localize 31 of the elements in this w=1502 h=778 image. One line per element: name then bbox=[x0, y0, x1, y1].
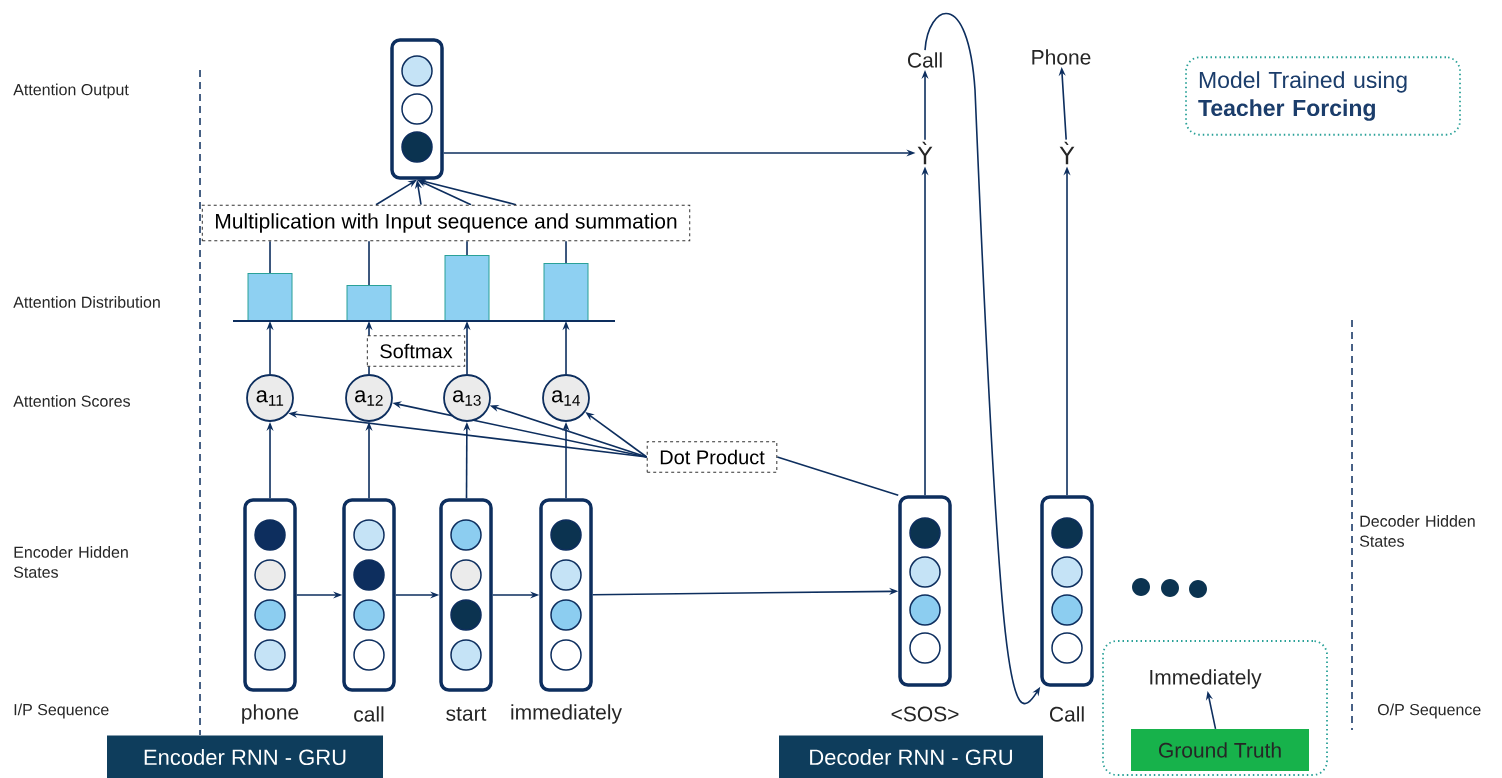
row-label: Attention Scores bbox=[13, 395, 130, 407]
row-label: Encoder Hidden States bbox=[13, 546, 128, 578]
word-label: call bbox=[354, 706, 384, 722]
row-label: Decoder Hidden States bbox=[1359, 515, 1475, 547]
operation-box: Softmax bbox=[366, 335, 466, 367]
row-label: Attention Distribution bbox=[13, 296, 160, 308]
ground-truth-box: Ground Truth bbox=[1131, 729, 1309, 771]
dotted-frame bbox=[1102, 640, 1328, 776]
target-word: Immediately bbox=[1150, 669, 1262, 689]
row-label: O/P Sequence bbox=[1377, 703, 1481, 719]
row-label: Attention Output bbox=[13, 83, 129, 99]
hidden-state-vector bbox=[390, 38, 444, 180]
row-label: I/P Sequence bbox=[14, 703, 109, 719]
word-label: immediately bbox=[511, 704, 622, 724]
output-symbol: Ỳ bbox=[1059, 141, 1075, 165]
attention-bar bbox=[444, 255, 490, 321]
word-label: Call bbox=[1050, 706, 1084, 722]
operation-box: Multiplication with Input sequence and summation bbox=[201, 204, 691, 242]
operation-box: Dot Product bbox=[646, 441, 778, 473]
output-word: Call bbox=[908, 52, 942, 68]
attention-bar bbox=[543, 263, 589, 321]
output-symbol: Ỳ bbox=[917, 141, 933, 165]
attention-bar bbox=[247, 273, 293, 321]
word-label: phone bbox=[242, 704, 299, 724]
title-banner: Encoder RNN - GRU bbox=[107, 735, 383, 778]
note-box: Model Trained using Teacher Forcing bbox=[1185, 56, 1461, 136]
title-banner: Decoder RNN - GRU bbox=[779, 735, 1043, 778]
output-word: Phone bbox=[1032, 49, 1091, 65]
word-label: start bbox=[446, 707, 487, 721]
word-label: <SOS> bbox=[891, 706, 959, 722]
attention-bar bbox=[346, 285, 392, 321]
